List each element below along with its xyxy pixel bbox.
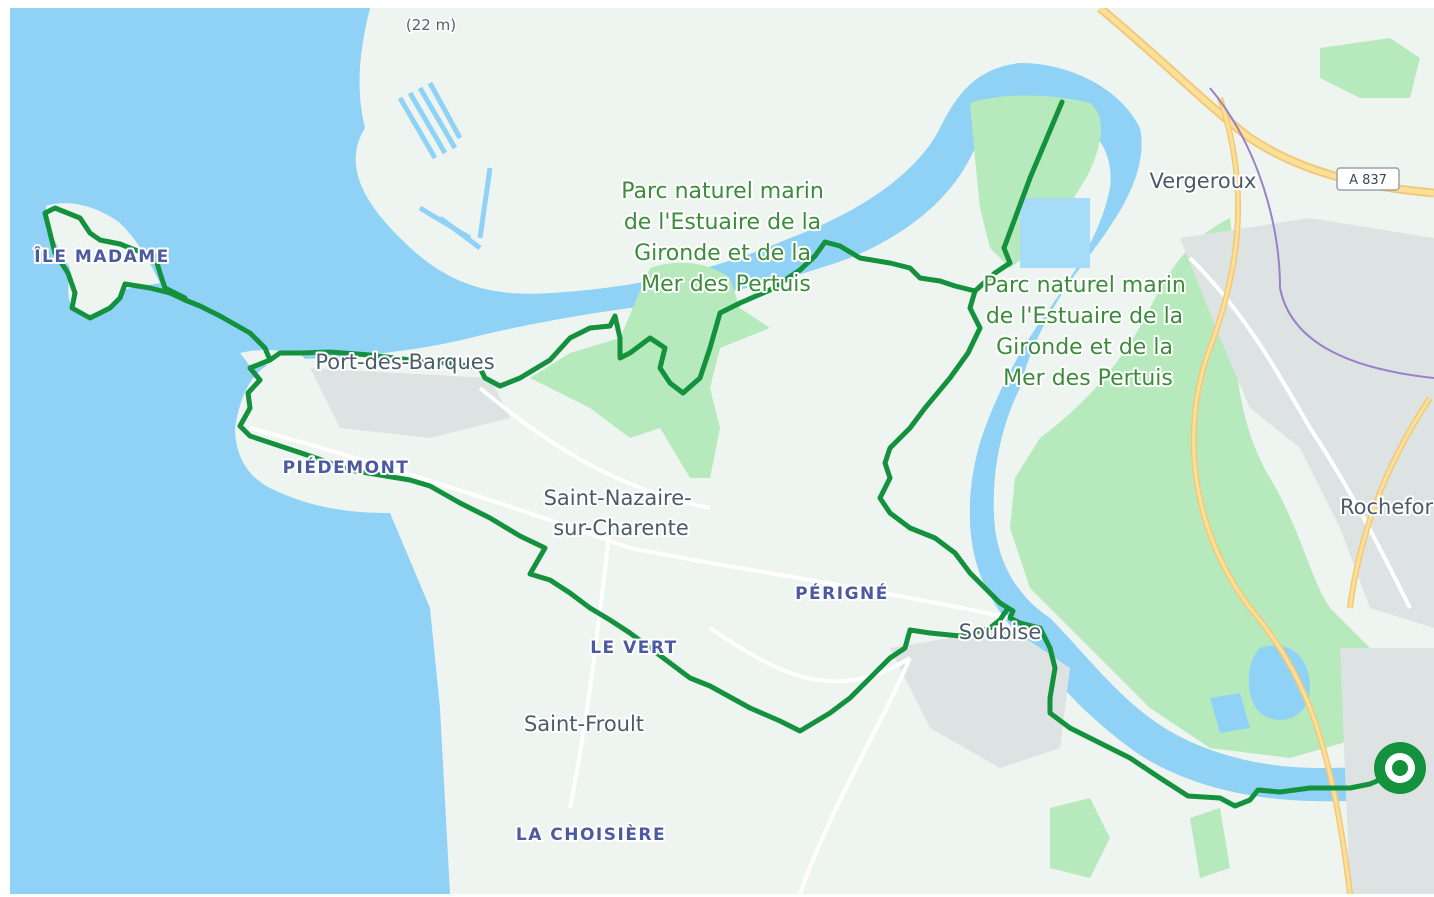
ocean: [10, 8, 1434, 894]
place-rochefort: Rochefor: [1340, 495, 1434, 519]
map-view[interactable]: A 837 (22 m) Parc naturel marin de l'Est…: [10, 8, 1434, 894]
district-la-choisiere: LA CHOISIÈRE: [516, 823, 666, 845]
salt-pans: [397, 81, 493, 250]
place-vergeroux: Vergeroux: [1150, 169, 1257, 193]
lakes: [1020, 198, 1310, 733]
district-le-vert: LE VERT: [590, 638, 678, 658]
district-perigne: PÉRIGNÉ: [795, 582, 889, 604]
place-port-des-barques: Port-des-Barques: [315, 350, 494, 374]
place-saint-nazaire: Saint-Nazaire- sur-Charente: [544, 486, 699, 540]
road-shield: A 837: [1336, 167, 1400, 191]
map-canvas[interactable]: A 837 (22 m) Parc naturel marin de l'Est…: [10, 8, 1434, 894]
minor-roads: [249, 256, 1412, 894]
park-label-2: Parc naturel marin de l'Estuaire de la G…: [983, 273, 1193, 391]
district-piedemont: PIÉDEMONT: [283, 456, 410, 478]
district-ile-madame: ÎLE MADAME: [34, 245, 170, 267]
route-start-marker[interactable]: [1374, 742, 1426, 794]
elevation-label: (22 m): [406, 16, 456, 34]
park-label-1: Parc naturel marin de l'Estuaire de la G…: [621, 179, 831, 297]
svg-text:A 837: A 837: [1349, 173, 1387, 188]
route-track: [42, 99, 1387, 809]
place-soubise: Soubise: [959, 620, 1042, 644]
railway: [1209, 87, 1434, 379]
place-saint-froult: Saint-Froult: [524, 712, 644, 736]
